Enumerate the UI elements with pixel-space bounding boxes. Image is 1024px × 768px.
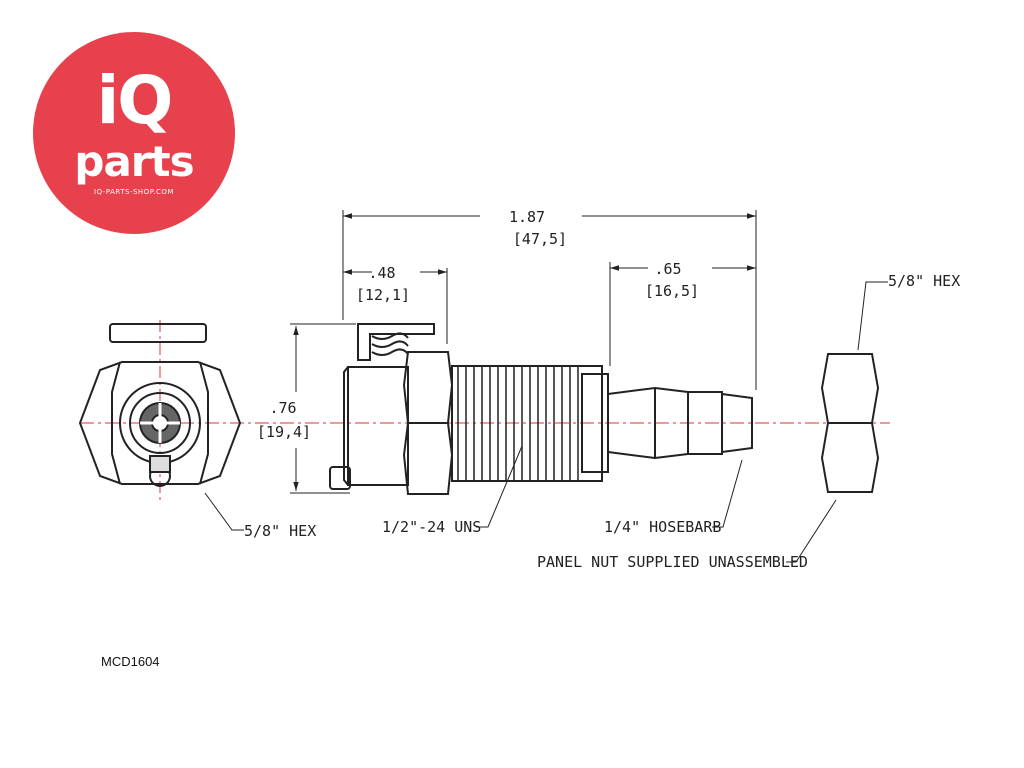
height-inch: .76 (269, 399, 296, 417)
callout-hosebarb: 1/4" HOSEBARB (604, 518, 721, 536)
dimension-coupling-length (343, 268, 448, 344)
callout-hex-left: 5/8" HEX (244, 522, 316, 540)
panel-nut (820, 353, 880, 493)
part-number: MCD1604 (101, 654, 160, 669)
logo-wordmark-parts: parts (74, 137, 194, 186)
dimension-barb-length (609, 262, 756, 366)
logo-wordmark-iq: iQ (96, 62, 174, 139)
coupling-length-inch: .48 (368, 264, 395, 282)
coupling-side-view (329, 323, 753, 495)
dimension-height (290, 323, 356, 494)
height-mm: [19,4] (257, 423, 311, 441)
coupling-end-view (78, 323, 242, 487)
overall-length-mm: [47,5] (513, 230, 567, 248)
callout-leaders (204, 281, 888, 563)
barb-length-mm: [16,5] (645, 282, 699, 300)
callout-panel-nut: PANEL NUT SUPPLIED UNASSEMBLED (537, 553, 808, 571)
callout-thread: 1/2"-24 UNS (382, 518, 481, 536)
dimension-overall-length (342, 210, 757, 390)
barb-length-inch: .65 (654, 260, 681, 278)
coupling-length-mm: [12,1] (356, 286, 410, 304)
logo-url: IQ-PARTS-SHOP.COM (94, 188, 174, 196)
overall-length-inch: 1.87 (509, 208, 545, 226)
callout-hex-right: 5/8" HEX (888, 272, 960, 290)
iq-parts-logo: iQ parts IQ-PARTS-SHOP.COM (33, 32, 235, 234)
